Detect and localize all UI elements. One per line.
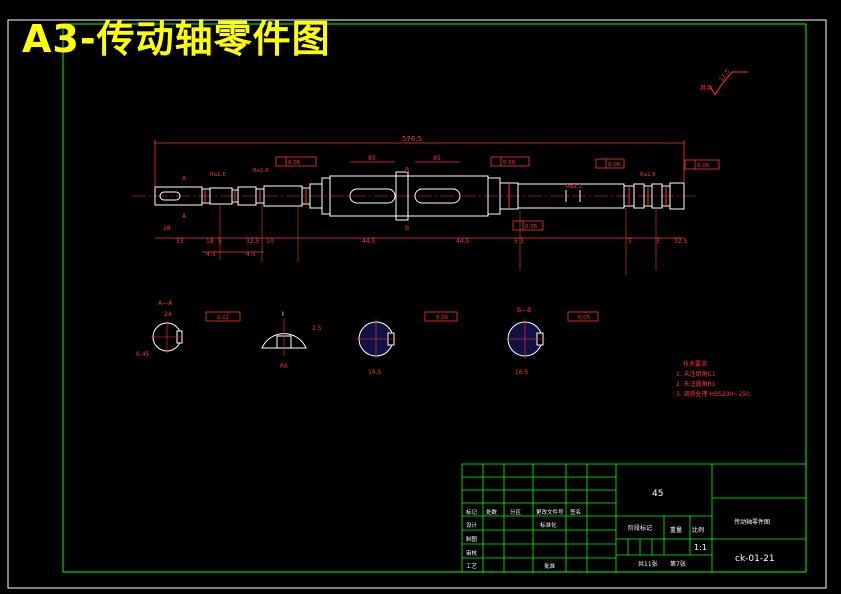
scale-header: 比例: [692, 526, 704, 534]
section-aa-label: A—A: [158, 300, 173, 307]
bottom-dim-2: 18: [206, 238, 214, 245]
outer-frame: [7, 19, 827, 589]
section-mark-a2: A: [182, 213, 187, 220]
bottom-dim-4: 32.5: [246, 238, 260, 245]
rev-header-3: 分区: [510, 508, 522, 516]
rev-header-4: 更改文件号: [536, 508, 564, 516]
section-aa-bottom: 6.45: [136, 351, 150, 358]
bottom-dim-9: 3: [520, 238, 524, 245]
keyway-width-1: 85: [368, 155, 376, 162]
section-i-label: I: [282, 311, 284, 318]
section-aa: [151, 311, 241, 353]
rev-header-2: 处数: [486, 508, 498, 516]
section-aa-tol: 0.02: [217, 315, 229, 321]
bottom-dim-5: 10: [266, 238, 274, 245]
surface-roughness-symbol: [709, 71, 748, 96]
row-label-check: 审核: [466, 549, 478, 557]
title-block: [461, 463, 807, 573]
section-mark-a1: A: [182, 175, 187, 182]
keyway-width-2: 85: [433, 155, 441, 162]
part-name: 传动轴零件图: [734, 518, 770, 526]
tol-value-1: 0.06: [288, 160, 301, 166]
weight-header: 重量: [670, 526, 682, 534]
surface-note: 其余: [700, 84, 712, 92]
groove-marks: [204, 183, 667, 209]
section-3: [356, 311, 458, 359]
bottom-dim-12: 32.5: [674, 238, 688, 245]
section-aa-top: 24: [164, 311, 172, 318]
tol-value-3: 0.06: [608, 162, 621, 168]
sheets-total: 共11张: [638, 560, 658, 568]
section-mark-b2: B: [405, 225, 409, 232]
bottom-dim-8: 5: [514, 238, 518, 245]
tolerance-frames: [275, 156, 720, 231]
bottom-dimension-line: [155, 237, 684, 253]
tol-value-4: 0.06: [697, 163, 710, 169]
inner-frame: [62, 23, 807, 573]
section-3-bottom: 16.5: [368, 369, 382, 376]
roughness-2: Ra1.6: [253, 168, 269, 174]
small-dim-2: 4.5: [246, 251, 256, 258]
tol-value-5: 0.06: [525, 224, 538, 230]
shaft-view: 576.5 85 85 A A B B 18 0.06 0.06 0.06 0.…: [132, 135, 720, 275]
section-bb: [505, 311, 599, 359]
bottom-dim-6: 44.5: [362, 238, 376, 245]
drawing-number: ck-01-21: [735, 554, 775, 564]
approve-label: 批准: [544, 562, 556, 570]
section-bb-label: B—B: [517, 307, 531, 314]
row-label-process: 工艺: [466, 563, 478, 570]
mark-header: 阶段标记: [628, 524, 652, 532]
section-i-bottom: R6: [280, 363, 288, 370]
section-mark-b1: B: [405, 167, 409, 174]
small-dim-1: 4.5: [206, 251, 216, 258]
bottom-dim-1: 33: [176, 238, 184, 245]
bottom-dim-7: 44.5: [456, 238, 470, 245]
tech-req-item-3: 3. 调质处理 HBS230~250.: [676, 390, 752, 398]
tech-req-item-1: 1. 未注倒角C1: [676, 370, 716, 378]
row-label-design: 设计: [466, 521, 478, 529]
sheet-number: 第7张: [670, 560, 686, 568]
section-bb-tol: 0.05: [578, 315, 591, 321]
bottom-dim-10: 5: [628, 238, 632, 245]
left-key-dim: 18: [163, 225, 171, 232]
material: 45: [652, 489, 663, 499]
drawing-title: A3-传动轴零件图: [22, 17, 331, 61]
bottom-dim-11: 3: [656, 238, 660, 245]
section-detail-i: [261, 318, 307, 356]
section-bb-bottom: 16.5: [515, 369, 529, 376]
row-label-draw: 制图: [466, 535, 478, 543]
std-label: 标准化: [540, 521, 557, 529]
overall-dimension: [154, 140, 685, 187]
tol-value-2: 0.06: [503, 160, 516, 166]
roughness-4: Ra1.6: [640, 172, 656, 178]
section-3-tol: 0.05: [436, 315, 449, 321]
section-i-top: 2.5: [312, 325, 322, 332]
tech-req-item-2: 2. 未注圆角R1: [676, 380, 716, 388]
overall-length: 576.5: [402, 135, 422, 143]
scale-value: 1:1: [694, 543, 707, 552]
leader-lines: [219, 205, 657, 275]
rev-header-1: 标记: [466, 508, 478, 516]
roughness-1: Ra1.6: [210, 172, 226, 178]
rev-header-5: 签名: [570, 508, 581, 516]
tech-req-heading: 技术要求: [683, 360, 707, 368]
roughness-3: Ra3.2: [566, 184, 582, 190]
